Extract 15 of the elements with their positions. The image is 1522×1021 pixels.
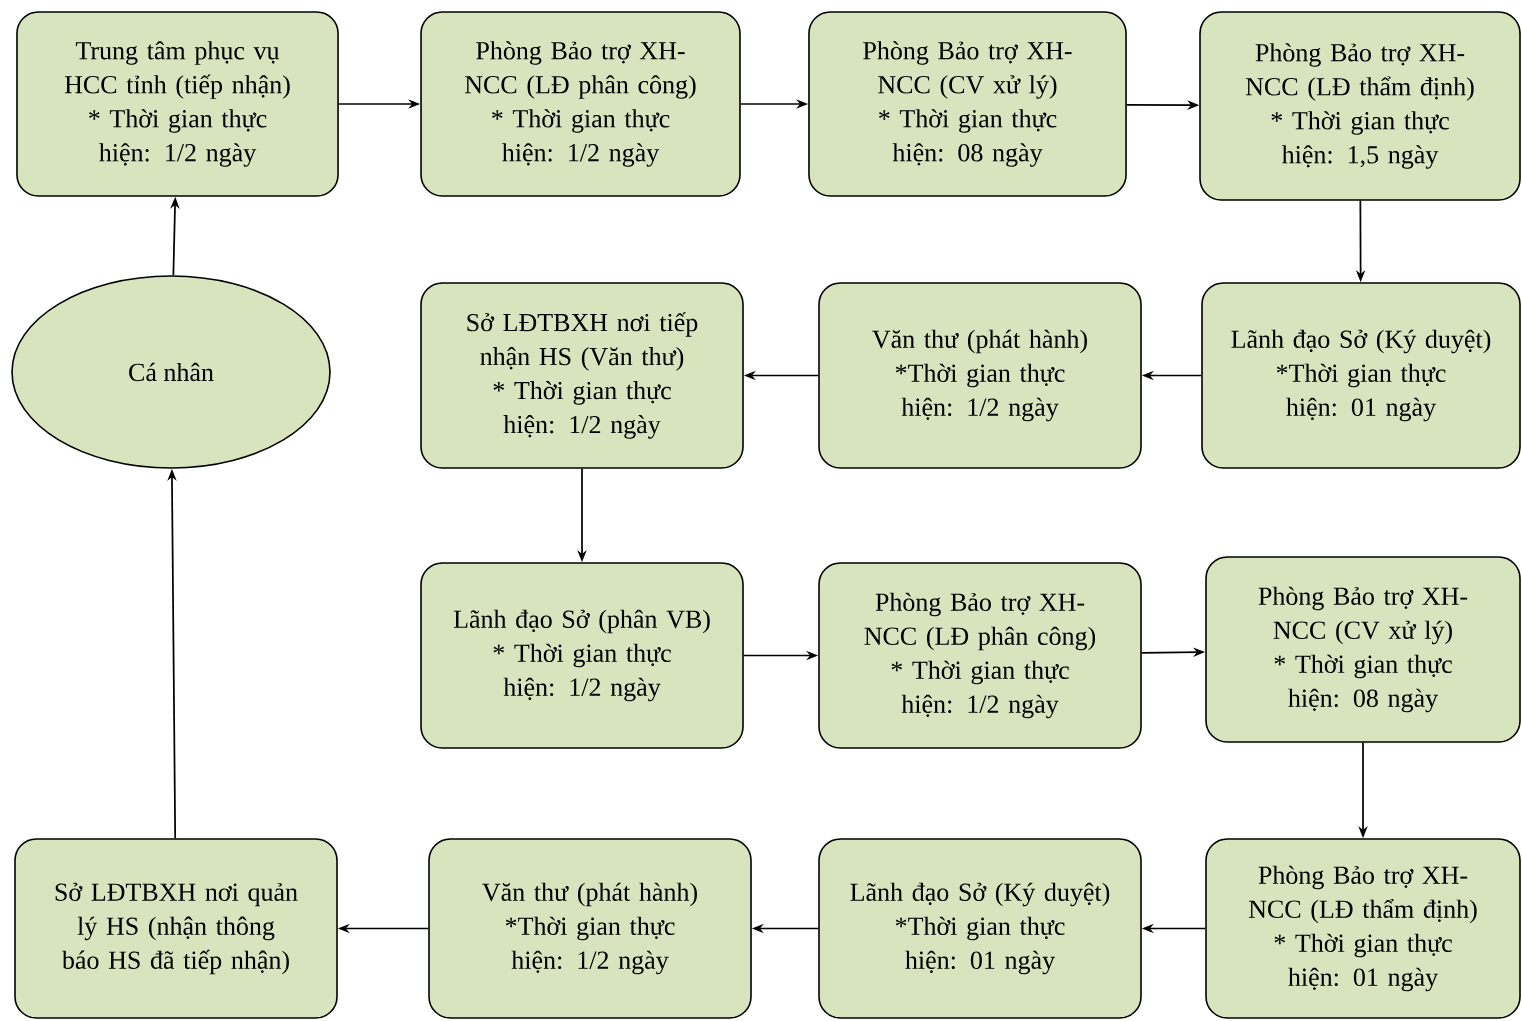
process-box: Phòng Bảo trợ XH-NCC (LĐ phân công) * Thời gian thực hiện: 1/2 ngày — [818, 562, 1142, 749]
process-box: Phòng Bảo trợ XH-NCC (LĐ phân công) * Thời gian thực hiện: 1/2 ngày — [420, 11, 741, 197]
process-box: Lãnh đạo Sở (Ký duyệt) *Thời gian thực hiện: 01 ngày — [1201, 282, 1521, 469]
process-box: Phòng Bảo trợ XH-NCC (LĐ thẩm định) * Thời gian thực hiện: 01 ngày — [1205, 838, 1521, 1019]
process-box: Văn thư (phát hành) *Thời gian thực hiện: 1/2 ngày — [428, 838, 752, 1019]
process-box: Phòng Bảo trợ XH-NCC (LĐ thẩm định) * Thời gian thực hiện: 1,5 ngày — [1199, 11, 1521, 201]
process-box: Trung tâm phục vụ HCC tỉnh (tiếp nhận) * Thời gian thực hiện: 1/2 ngày — [16, 11, 339, 197]
process-box: Lãnh đạo Sở (Ký duyệt) *Thời gian thực hiện: 01 ngày — [818, 838, 1142, 1019]
process-box: Phòng Bảo trợ XH-NCC (CV xử lý) * Thời gian thực hiện: 08 ngày — [808, 11, 1127, 197]
process-box: Sở LĐTBXH nơi tiếp nhận HS (Văn thư) * Thời gian thực hiện: 1/2 ngày — [420, 282, 744, 469]
ellipse-node: Cá nhân — [11, 275, 331, 469]
process-box: Phòng Bảo trợ XH-NCC (CV xử lý) * Thời gian thực hiện: 08 ngày — [1205, 556, 1521, 743]
process-box: Sở LĐTBXH nơi quản lý HS (nhận thông báo HS đã tiếp nhận) — [14, 838, 338, 1019]
process-box: Lãnh đạo Sở (phân VB) * Thời gian thực hiện: 1/2 ngày — [420, 562, 744, 749]
process-box: Văn thư (phát hành) *Thời gian thực hiện: 1/2 ngày — [818, 282, 1142, 469]
